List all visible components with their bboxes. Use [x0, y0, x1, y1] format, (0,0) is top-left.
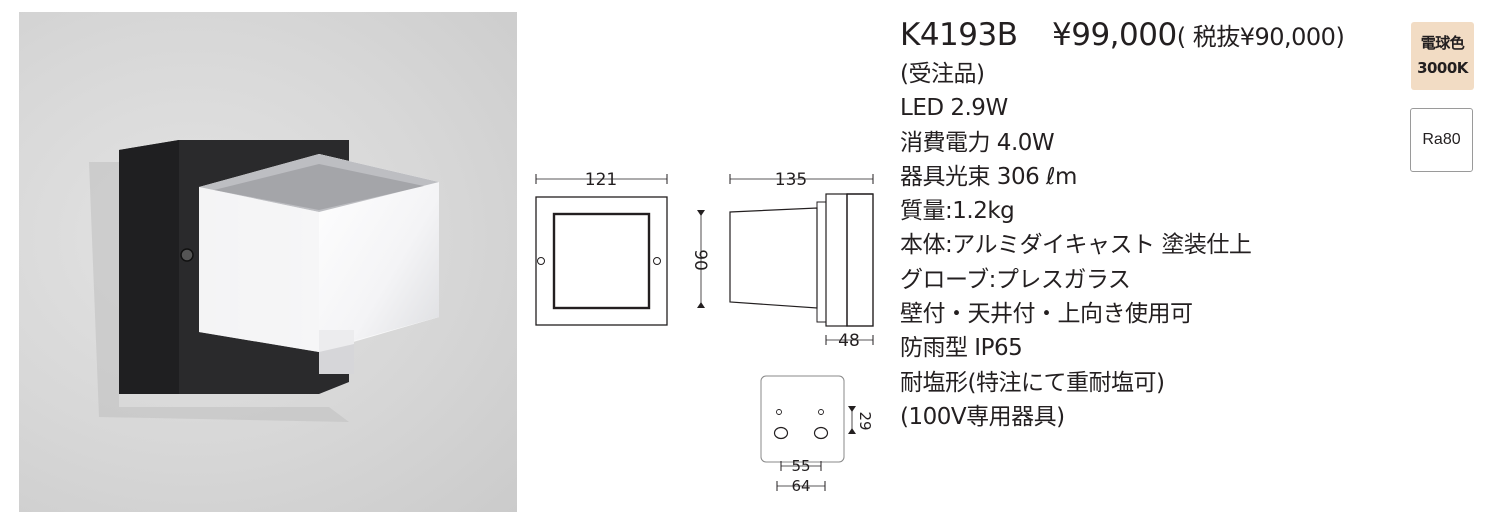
product-photo [19, 12, 517, 512]
ra-value: Ra80 [1422, 131, 1461, 148]
spec-weight: 質量:1.2kg [900, 198, 1015, 225]
spec-body: 本体:アルミダイキャスト 塗装仕上 [900, 232, 1252, 259]
spec-salt-resistant: 耐塩形(特注にて重耐塩可) [900, 369, 1165, 396]
dim-mount-hole-offset: 29 [856, 411, 874, 430]
color-temp-kelvin: 3000K [1417, 59, 1468, 77]
mounting-plate-view [760, 375, 856, 491]
side-view [697, 174, 874, 345]
spec-led: LED 2.9W [900, 95, 1008, 122]
spec-waterproof: 防雨型 IP65 [900, 335, 1023, 362]
color-temperature-badge: 電球色 3000K [1411, 22, 1474, 90]
spec-globe: グローブ:プレスガラス [900, 266, 1131, 293]
spec-power: 消費電力 4.0W [900, 129, 1055, 156]
dim-side-depth: 135 [775, 170, 807, 190]
model-number: K4193B [900, 17, 1018, 53]
spec-voltage: (100V専用器具) [900, 403, 1065, 430]
dim-height: 90 [690, 249, 710, 271]
price-tax-excluded: ( 税抜¥90,000) [1176, 23, 1345, 51]
dim-mount-outer: 64 [791, 477, 810, 495]
ra-badge: Ra80 [1410, 108, 1473, 172]
spec-block: K4193B ¥99,000( 税抜¥90,000) (受注品) LED 2.9W… [900, 15, 1400, 434]
dimension-drawing: 121 135 90 48 [535, 170, 874, 495]
front-view [535, 174, 668, 326]
dim-mount-inner: 55 [791, 457, 810, 475]
title-row: K4193B ¥99,000( 税抜¥90,000) [900, 15, 1400, 57]
spec-luminous-flux: 器具光束 306 ℓm [900, 163, 1077, 190]
dim-base-depth: 48 [838, 331, 860, 351]
price: ¥99,000 [1052, 17, 1177, 53]
dim-front-width: 121 [585, 170, 617, 190]
spec-mounting: 壁付・天井付・上向き使用可 [900, 301, 1193, 328]
wall-light-illustration [89, 140, 439, 422]
spec-order-made: (受注品) [900, 61, 985, 87]
color-temp-name: 電球色 [1420, 34, 1465, 52]
